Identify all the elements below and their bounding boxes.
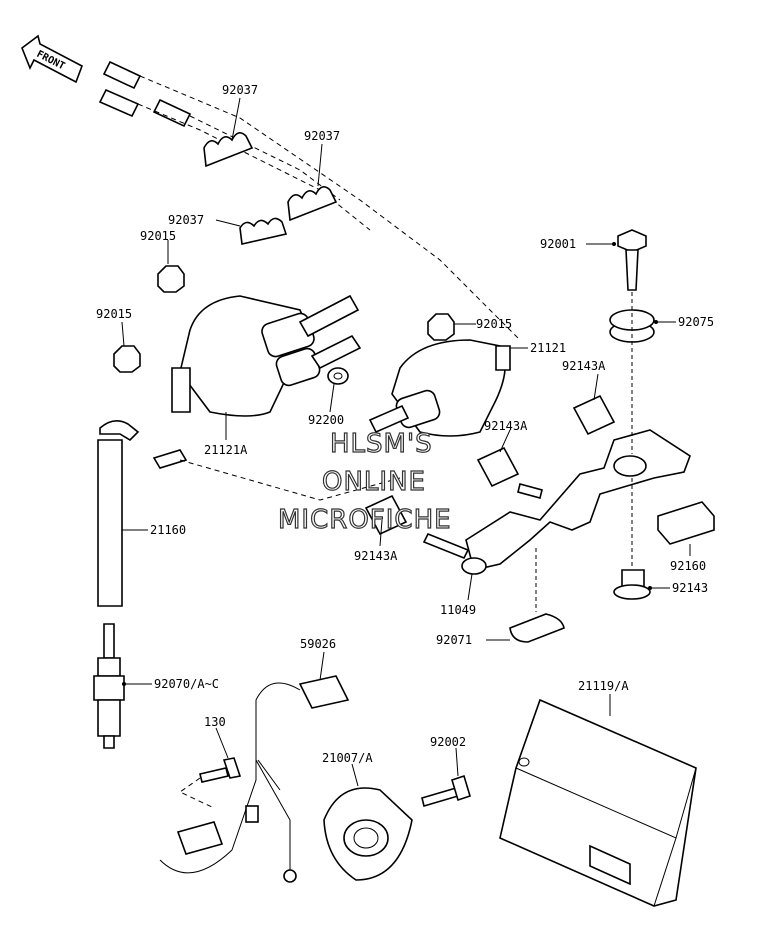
- label-92160: 92160: [670, 559, 706, 573]
- label-59026: 59026: [300, 637, 336, 651]
- watermark: HLSM'S ONLINE MICROFICHE: [277, 428, 452, 535]
- label-92070: 92070/A~C: [154, 677, 219, 691]
- pad-92160: 92160: [657, 501, 715, 573]
- label-92075: 92075: [678, 315, 714, 329]
- collar-92143A-c: 92143A: [354, 494, 408, 563]
- bolt-130: 130: [179, 715, 242, 809]
- label-92002: 92002: [430, 735, 466, 749]
- label-92001: 92001: [540, 237, 576, 251]
- front-arrow-icon: FRONT: [21, 34, 83, 84]
- collar-92143A-a: 92143A: [562, 359, 616, 436]
- clamp-92037-a: 92037: [203, 83, 258, 168]
- watermark-line-2: ONLINE: [322, 467, 426, 497]
- nut-92015-c: 92015: [427, 313, 512, 341]
- washer-92200: 92200: [308, 367, 349, 427]
- label-92037-a: 92037: [222, 83, 258, 97]
- collar-92143A-b: 92143A: [476, 419, 528, 488]
- nut-92015-a: 92015: [140, 229, 185, 293]
- connector-59026: 59026: [231, 637, 350, 883]
- grommet-92075: 92075: [609, 309, 714, 343]
- watermark-line-3: MICROFICHE: [278, 505, 452, 535]
- label-92143A-b: 92143A: [484, 419, 528, 433]
- label-92071: 92071: [436, 633, 472, 647]
- label-21007: 21007/A: [322, 751, 373, 765]
- label-21121A: 21121A: [204, 443, 248, 457]
- label-92037-c: 92037: [168, 213, 204, 227]
- ignition-coil-21121A: 21121A: [171, 294, 362, 457]
- clamp-92037-c: 92037: [168, 213, 288, 245]
- collar-92143: 92143: [613, 569, 708, 600]
- label-11049: 11049: [440, 603, 476, 617]
- label-92143: 92143: [672, 581, 708, 595]
- label-92015-a: 92015: [140, 229, 176, 243]
- watermark-line-1: HLSM'S: [330, 429, 433, 459]
- label-21160: 21160: [150, 523, 186, 537]
- igniter-21119: 21119/A: [499, 679, 697, 907]
- cable-sleeves: [98, 60, 521, 341]
- label-92015-b: 92015: [96, 307, 132, 321]
- label-130: 130: [204, 715, 226, 729]
- bolt-92002: 92002: [421, 735, 471, 808]
- coil-bracket: [465, 292, 691, 571]
- pickup-coil: [159, 821, 233, 874]
- bolt-92001: 92001: [540, 229, 647, 291]
- spark-plug-92070: 92070/A~C: [93, 623, 219, 749]
- bolt-small: [517, 483, 543, 499]
- rotor-21007: 21007/A: [322, 751, 413, 881]
- label-21121: 21121: [530, 341, 566, 355]
- nut-92015-b: 92015: [96, 307, 141, 373]
- ignition-coil-21121: 21121: [368, 339, 566, 437]
- label-92143A-c: 92143A: [354, 549, 398, 563]
- bolt-11049: 11049: [422, 532, 487, 617]
- label-92200: 92200: [308, 413, 344, 427]
- label-92143A-a: 92143A: [562, 359, 606, 373]
- clamp-92037-b: 92037: [287, 129, 340, 222]
- label-92037-b: 92037: [304, 129, 340, 143]
- label-21119: 21119/A: [578, 679, 629, 693]
- label-92015-c: 92015: [476, 317, 512, 331]
- plug-cable-21160: 21160: [97, 420, 401, 607]
- grommet-92071: 92071: [436, 548, 565, 647]
